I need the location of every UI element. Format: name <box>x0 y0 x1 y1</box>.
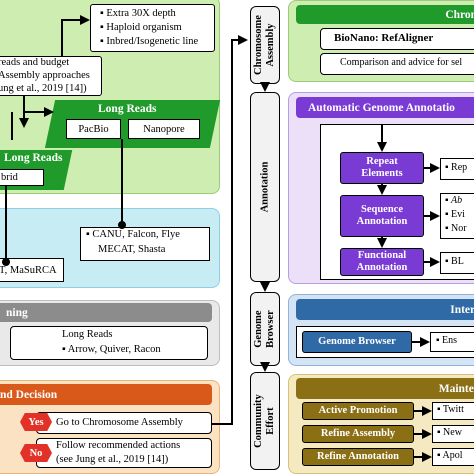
nanopore-label: Nanopore <box>143 123 185 135</box>
annotation-title: Automatic Genome Annotatio <box>308 101 455 114</box>
yes-badge: Yes <box>20 413 52 431</box>
reads-budget-box <box>0 56 102 96</box>
interactive-header: Interac <box>296 299 474 320</box>
repeat-elements-label: Repeat Elements <box>361 155 403 179</box>
depth-item: ▪ Inbred/Isogenetic line <box>100 36 199 47</box>
polishing-header: ning <box>0 303 212 322</box>
bionano-box <box>320 28 474 50</box>
pacbio-label: PacBio <box>78 123 109 135</box>
stage-community-effort: Community Effort <box>250 372 280 470</box>
polish-tools-box <box>10 326 208 360</box>
genome-browser-box: Genome Browser <box>302 331 412 353</box>
nanopore-box: Nanopore <box>128 119 200 139</box>
no-badge: No <box>20 444 52 462</box>
hybrid-label: brid <box>1 172 18 183</box>
chromosome-header: Chromo <box>296 5 474 24</box>
bionano-label: BioNano: RefAligner <box>334 32 434 44</box>
reads-budget-line: ung et al., 2019 [14]) <box>0 83 87 94</box>
refine-annotation-label: Refine Annotation <box>317 450 399 462</box>
new-box <box>432 425 474 443</box>
masurca-label: T, MaSuRCA <box>0 264 57 276</box>
assemblers-line: MECAT, Shasta <box>98 244 166 255</box>
refine-assembly-label: Refine Assembly <box>320 427 396 439</box>
maintenance-title: Maintena <box>438 382 474 395</box>
yes-label: Yes <box>28 416 44 428</box>
assemblers-box <box>80 227 210 261</box>
no-label: No <box>29 447 43 459</box>
hybrid-title: Long Reads <box>4 152 63 164</box>
pacbio-box: PacBio <box>66 119 121 139</box>
repeat-output-box <box>440 158 474 180</box>
genome-browser-label: Genome Browser <box>318 335 396 347</box>
comparison-box <box>320 53 474 75</box>
go-chromosome-label: Go to Chromosome Assembly <box>56 417 183 428</box>
stage-genome-browser: Genome Browser <box>250 292 280 366</box>
sequence-output-box <box>440 193 474 239</box>
comparison-label: Comparison and advice for sel <box>340 57 463 68</box>
decision-title: nd Decision <box>0 388 58 401</box>
polish-tools: ▪ Arrow, Quiver, Racon <box>62 344 161 355</box>
twitter-box <box>432 402 474 420</box>
maintenance-header: Maintena <box>296 378 474 399</box>
sequence-output: ▪ Nor <box>445 223 467 234</box>
follow-actions-line: Follow recommended actions <box>56 440 181 451</box>
long-reads-title: Long Reads <box>98 103 157 115</box>
masurca-box: T, MaSuRCA <box>0 258 64 282</box>
hybrid-box: brid <box>0 169 44 186</box>
functional-output-box <box>440 252 474 274</box>
sequence-annotation-label: Sequence Annotation <box>356 203 408 227</box>
repeat-output: ▪ Rep <box>445 162 468 173</box>
polish-title: Long Reads <box>62 329 113 340</box>
decision-header: nd Decision <box>0 384 212 405</box>
stage-annotation: Annotation <box>250 92 280 282</box>
sequence-output: ▪ Ab <box>445 195 463 206</box>
twitter-output: ▪ Twitt <box>437 404 464 415</box>
apol-output: ▪ Apol <box>437 450 463 461</box>
functional-annotation-label: Functional Annotation <box>356 249 408 273</box>
follow-actions-line: (see Jung et al., 2019 [14]) <box>56 454 169 465</box>
sequence-annotation-box: Sequence Annotation <box>340 195 424 237</box>
polishing-title: ning <box>6 306 28 319</box>
active-promotion-label: Active Promotion <box>318 404 398 416</box>
assemblers-line: ▪ CANU, Falcon, Flye <box>86 229 180 240</box>
active-promotion-box: Active Promotion <box>302 402 414 420</box>
reads-budget-line: Assembly approaches <box>0 70 90 81</box>
follow-actions-box <box>36 438 212 468</box>
depth-item: ▪ Haploid organism <box>100 22 182 33</box>
browser-output: ▪ Ens <box>436 335 458 346</box>
apol-box <box>432 448 474 466</box>
interactive-title: Interac <box>450 303 474 316</box>
stage-chromosome-assembly: Chromosome Assembly <box>250 6 280 84</box>
browser-output-box <box>430 332 474 352</box>
sequence-output: ▪ Evi <box>445 209 465 220</box>
depth-item: ▪ Extra 30X depth <box>100 8 176 19</box>
annotation-header: Automatic Genome Annotatio <box>296 97 474 118</box>
refine-annotation-box: Refine Annotation <box>302 448 414 466</box>
functional-output: ▪ BL <box>445 256 464 267</box>
chromosome-title: Chromo <box>445 8 474 21</box>
refine-assembly-box: Refine Assembly <box>302 425 414 443</box>
depth-requirements-box <box>90 4 215 52</box>
repeat-elements-box: Repeat Elements <box>340 152 424 184</box>
reads-budget-line: reads and budget <box>0 57 70 68</box>
new-output: ▪ New <box>437 427 462 438</box>
functional-annotation-box: Functional Annotation <box>340 248 424 276</box>
